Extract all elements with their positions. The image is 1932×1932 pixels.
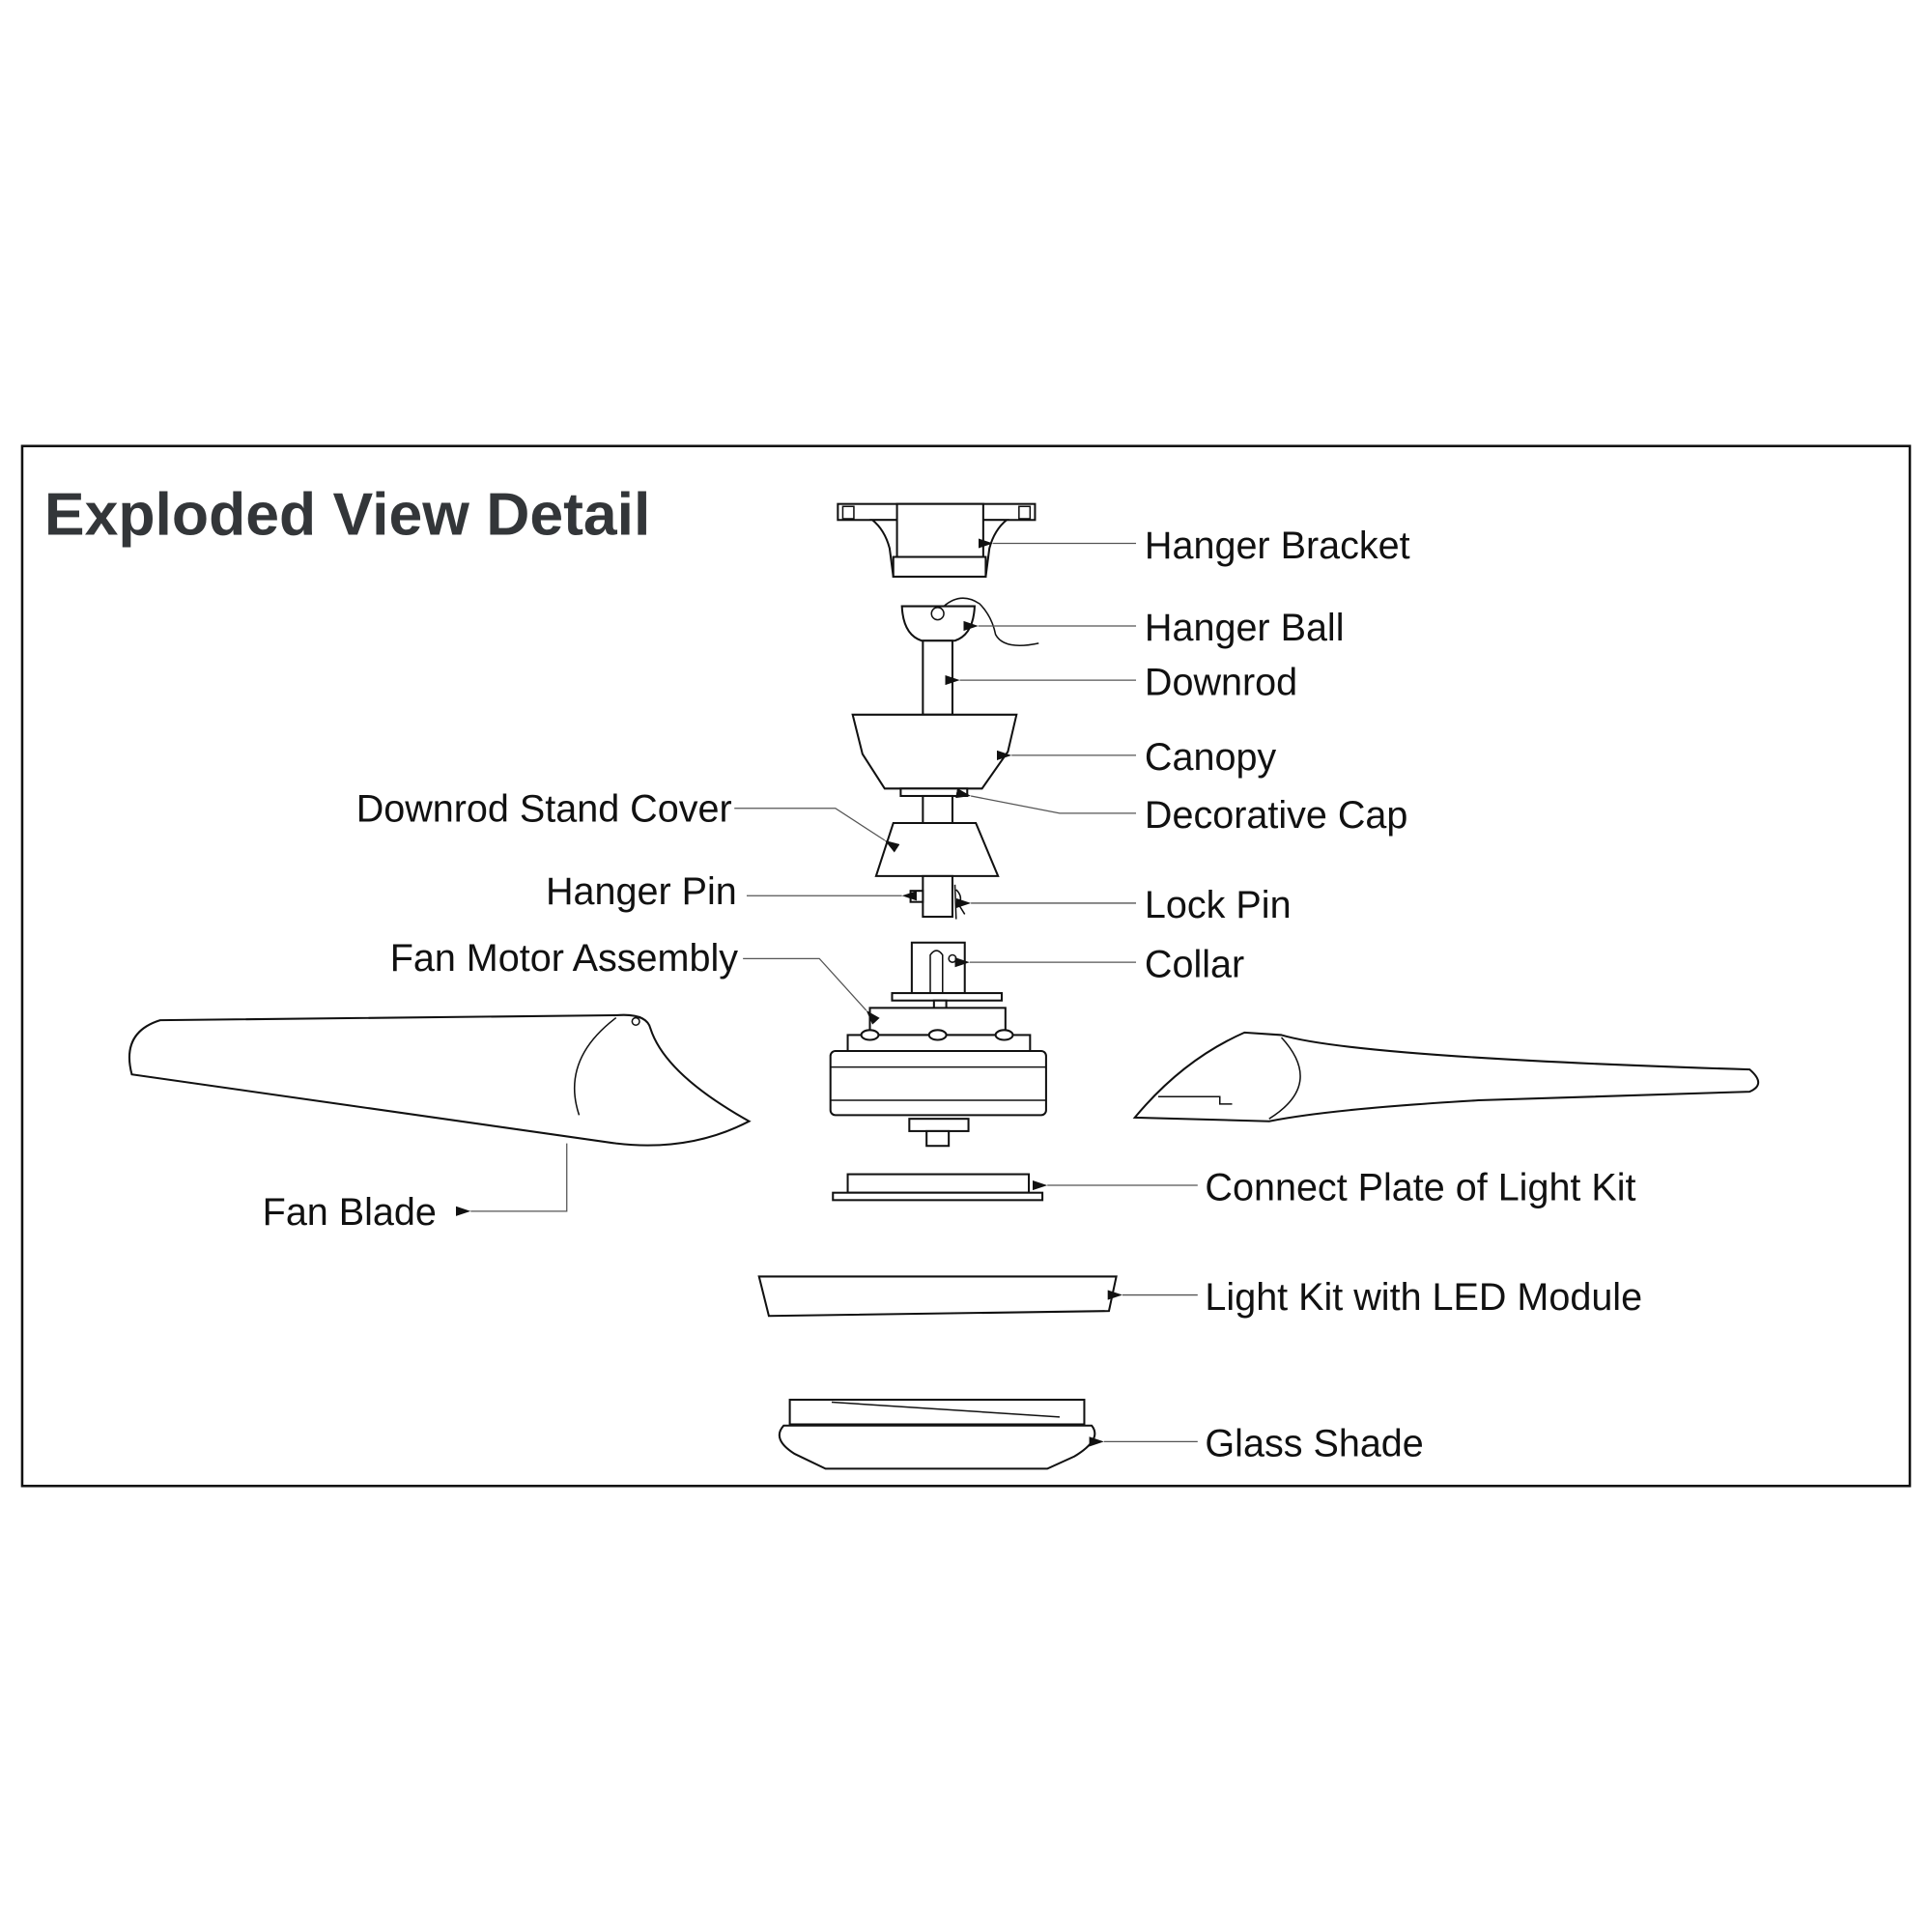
- label-hanger-bracket: Hanger Bracket: [1145, 525, 1410, 567]
- connect-plate-part: [832, 1173, 1044, 1202]
- downrod-lower-part: [922, 794, 953, 825]
- label-downrod: Downrod: [1145, 661, 1297, 703]
- glass-shade-part: [778, 1398, 1096, 1470]
- hanger-bracket-part: [837, 502, 1037, 578]
- label-light-kit: Light Kit with LED Module: [1205, 1276, 1642, 1319]
- label-collar: Collar: [1145, 943, 1244, 985]
- canopy-part: [851, 713, 1018, 790]
- downrod-part: [922, 639, 953, 716]
- collar-part: [891, 941, 1004, 1011]
- leader-fan-blade: [455, 1143, 568, 1216]
- right-fan-blade-part: [1132, 1031, 1760, 1122]
- hanger-ball-part: [900, 597, 1039, 646]
- label-downrod-stand-cover: Downrod Stand Cover: [356, 788, 732, 831]
- downrod-stand-cover-part: [874, 822, 1000, 877]
- downrod-end-part: [922, 874, 953, 918]
- label-lock-pin: Lock Pin: [1145, 884, 1292, 926]
- label-decorative-cap: Decorative Cap: [1145, 794, 1407, 837]
- leader-decorative-cap: [955, 788, 1137, 814]
- leader-fan-motor: [743, 957, 880, 1025]
- label-glass-shade: Glass Shade: [1205, 1423, 1423, 1465]
- label-connect-plate: Connect Plate of Light Kit: [1205, 1166, 1635, 1208]
- diagram-title: Exploded View Detail: [44, 481, 651, 549]
- label-canopy: Canopy: [1145, 736, 1276, 779]
- diagram-frame: [20, 444, 1912, 1488]
- left-fan-blade-part: [128, 1013, 752, 1147]
- light-kit-part: [757, 1275, 1118, 1318]
- hanger-pin-part: [909, 890, 924, 903]
- label-hanger-ball: Hanger Ball: [1145, 607, 1345, 649]
- label-fan-motor-assembly: Fan Motor Assembly: [390, 937, 739, 980]
- decorative-cap-part: [899, 787, 969, 797]
- fan-motor-assembly-part: [829, 1007, 1047, 1148]
- label-hanger-pin: Hanger Pin: [546, 870, 737, 913]
- label-fan-blade: Fan Blade: [263, 1191, 437, 1234]
- leader-downrod-stand-cover: [734, 808, 900, 853]
